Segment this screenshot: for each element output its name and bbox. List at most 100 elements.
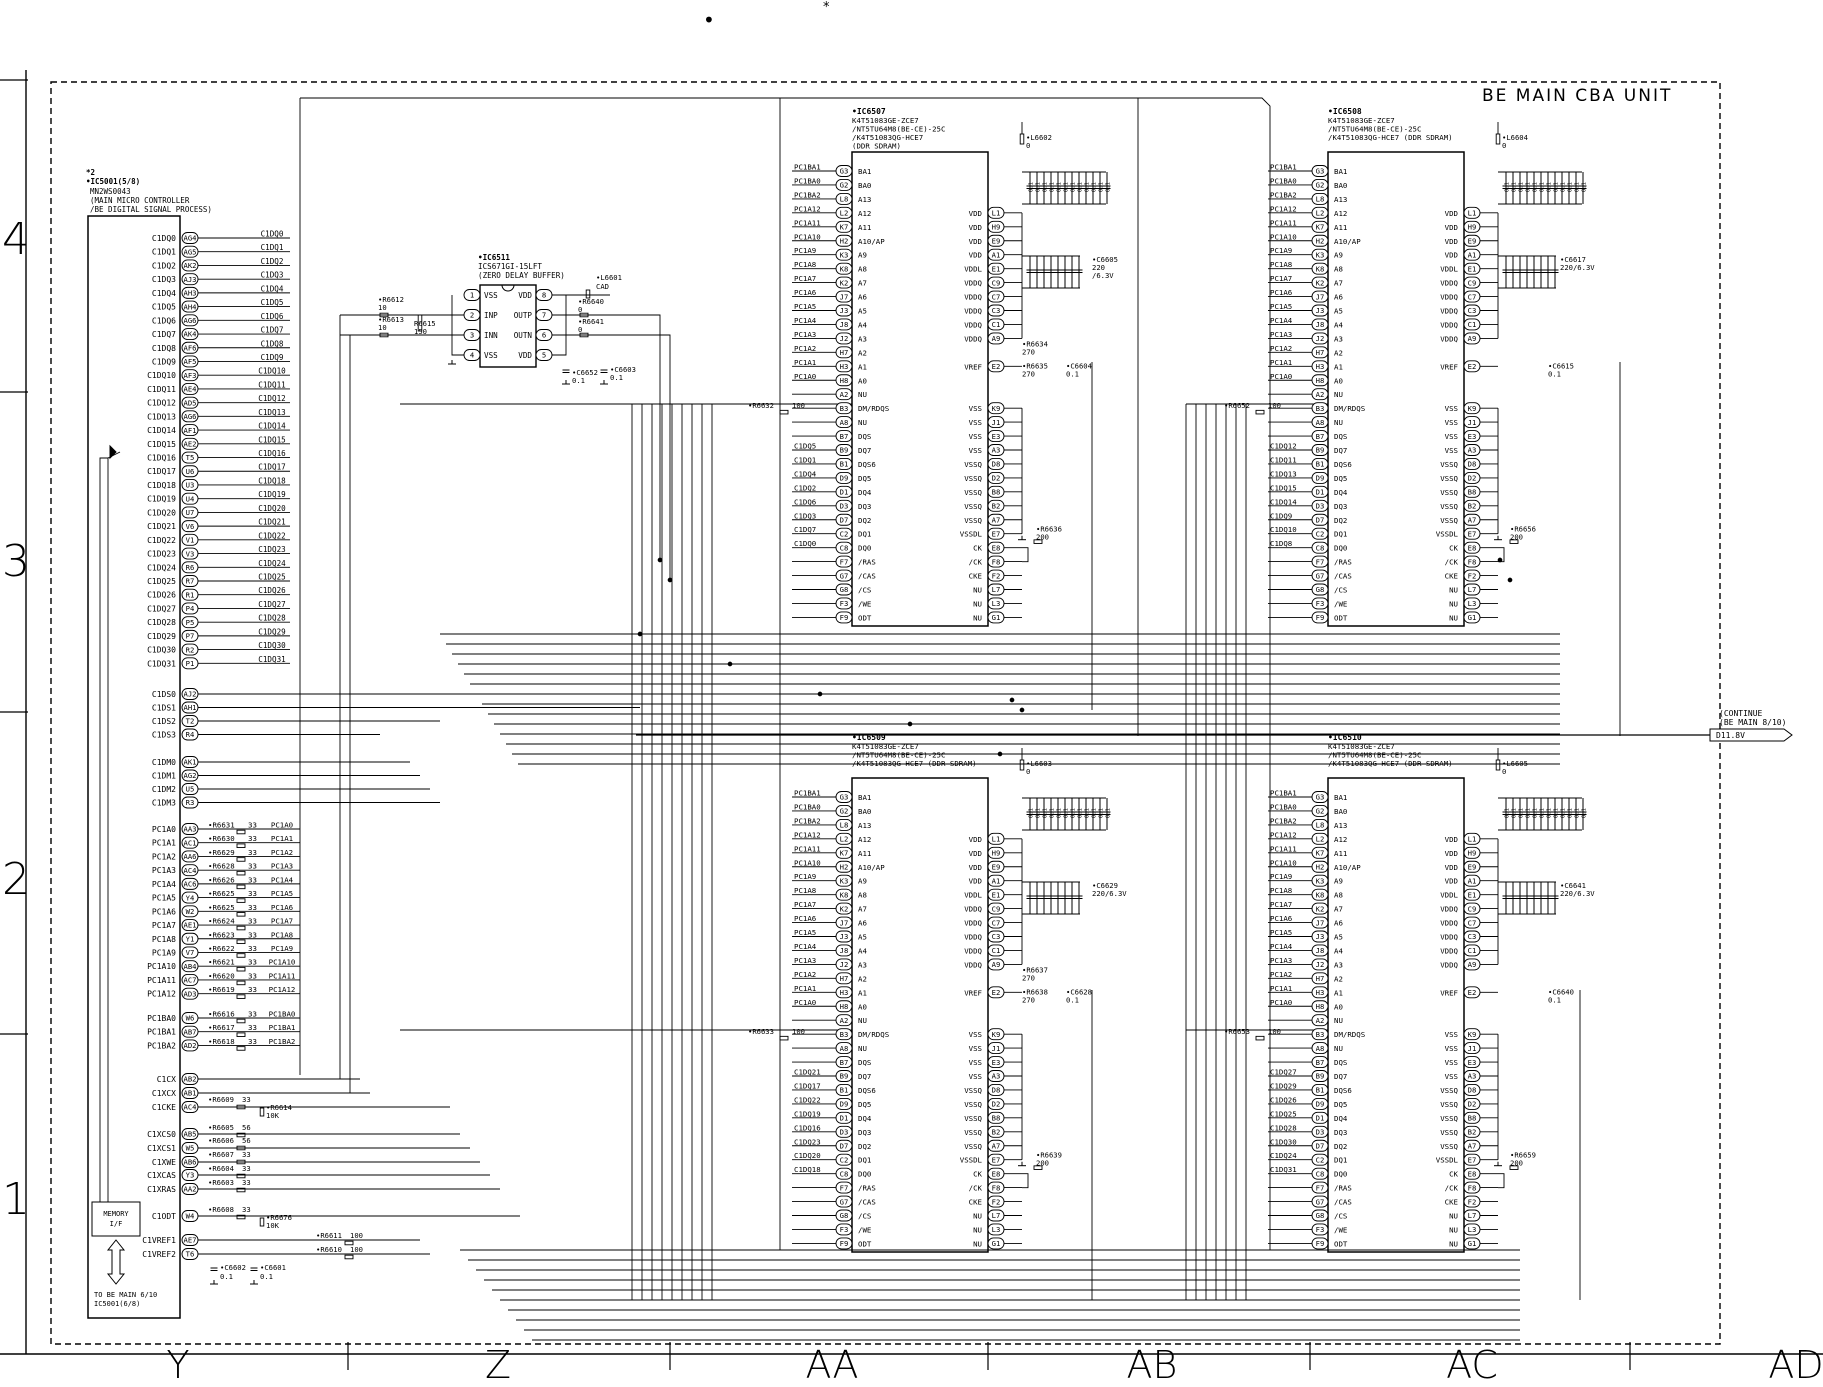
dram-left-name-1-31: /WE (1334, 599, 1347, 608)
dram-right-pin-bot-0-0 (987, 541, 1005, 554)
controller-pin-bank-2-number: AD2 (184, 1041, 197, 1050)
bank-net-2: PC1BA2 (269, 1037, 296, 1046)
dram-right-pin-mid-0-0-number: K9 (992, 404, 1001, 413)
clock-right-pin-0-number: 8 (542, 291, 546, 300)
dram-desc-1-0: K4T51083GE-ZCE7 (1328, 116, 1395, 125)
continue-note-line2: (BE MAIN 8/10) (1719, 718, 1786, 727)
dram-left-pin-0-11 (835, 318, 853, 331)
dram-left-pin-0-29 (835, 569, 853, 582)
controller-pin-bank-1-number: AB7 (184, 1027, 197, 1036)
dram-left-net-0-13: PC1A2 (794, 344, 816, 353)
controller-pin-dq-2 (181, 259, 199, 272)
decap-val-2-5: 0.1 (1064, 808, 1070, 818)
controller-net-dq-30: C1DQ30 (147, 646, 176, 655)
controller-pin-dq-9-number: AF5 (184, 357, 197, 366)
controller-pin-addr-12-number: AD3 (184, 989, 197, 998)
dram-left-pin-0-20 (835, 444, 853, 456)
dram-right-pin-top-1-3 (1463, 248, 1481, 261)
dram-right-pin-top-1-8 (1463, 318, 1481, 331)
decap-val-2-8: 0.1 (1085, 808, 1091, 818)
dram-left-pin-1-3-number: L2 (1316, 209, 1325, 218)
dq-net-right-7: C1DQ7 (261, 326, 284, 335)
dq-net-right-26: C1DQ26 (258, 586, 286, 595)
controller-pin-ctrl-3 (181, 1128, 199, 1140)
dq-net-right-18: C1DQ18 (258, 476, 286, 485)
bank-res-ref-2: •R6618 (208, 1037, 235, 1046)
dram-right-name-bot-1-2: CKE (1445, 572, 1458, 581)
dram-right-name-mid-2-9: VSSDL (960, 1156, 983, 1165)
addr-net-12: PC1A12 (269, 985, 296, 994)
addr-net-11: PC1A11 (269, 971, 296, 980)
clock-left-pin-1 (463, 309, 481, 321)
ctrl-res-ref-9: •R6611 (316, 1231, 342, 1240)
dm-res-val-2: 100 (792, 1027, 805, 1036)
dram-right-pin-bot-0-1-number: F8 (992, 557, 1001, 566)
parts-layer (87, 133, 1793, 1319)
dram-left-pin-0-14 (835, 360, 853, 373)
col-label-y: Y (166, 1343, 190, 1387)
dram-left-pin-1-27-number: C8 (1316, 543, 1325, 552)
r6641-ref: •R6641 (578, 317, 604, 326)
dram-right-pin-mid-0-9 (987, 527, 1005, 540)
c6603-ref: •C6603 (610, 365, 636, 374)
dm-resistor (779, 409, 789, 415)
dram-left-net-3-23: C1DQ25 (1270, 1109, 1297, 1118)
dram-left-name-2-25: DQ2 (858, 1142, 871, 1151)
dram-left-pin-2-17 (835, 1028, 853, 1041)
dram-right-pin-bot-2-3 (987, 1209, 1005, 1222)
dram-right-name-top-2-6: VDDQ (964, 919, 982, 928)
dram-left-pin-2-0 (835, 791, 853, 803)
dram-right-name-mid-0-9: VSSDL (960, 530, 983, 539)
dram-left-pin-3-8-number: K2 (1316, 904, 1325, 913)
dram-left-name-3-9: A6 (1334, 919, 1343, 928)
controller-ref: •IC5001(5/8) (86, 177, 140, 186)
dram-left-name-1-27: DQ0 (1334, 544, 1347, 553)
dq-net-right-9: C1DQ9 (261, 353, 284, 362)
dram-left-net-1-12: PC1A3 (1270, 330, 1292, 339)
dram-right-pin-bot-1-3-number: L7 (1468, 585, 1477, 594)
controller-pin-dm-3 (181, 796, 199, 809)
dram-left-net-2-1: PC1BA0 (794, 802, 821, 811)
dram-left-pin-0-32 (835, 611, 853, 624)
dram-left-name-2-32: ODT (858, 1239, 872, 1248)
dram-right-name-top-2-0: VDD (969, 835, 982, 844)
controller-net-dq-2: C1DQ2 (152, 261, 176, 270)
dram-left-pin-0-25-number: D7 (840, 515, 849, 524)
top-star-mark: * (823, 0, 830, 15)
dram-part-val-0-4: 200 (1036, 533, 1049, 542)
decap-val-2-3: 0.1 (1050, 808, 1056, 818)
dram-right-pin-top-0-7-number: C3 (992, 306, 1001, 315)
dram-left-name-3-26: DQ1 (1334, 1156, 1347, 1165)
dram-left-name-2-23: DQ4 (858, 1114, 872, 1123)
dram-left-net-0-3: PC1A12 (794, 204, 821, 213)
controller-net-dq-27: C1DQ27 (147, 604, 176, 613)
dram-left-pin-3-31 (1311, 1223, 1329, 1236)
controller-pin-ctrl-5-number: AB6 (184, 1158, 197, 1167)
dram-left-name-2-3: A12 (858, 835, 871, 844)
dram-right-name-top-0-9: VDDQ (964, 334, 982, 343)
dram-left-pin-3-0-number: G3 (1316, 793, 1325, 802)
controller-net-ctrl-4: C1XCS1 (147, 1144, 176, 1153)
dram-left-pin-2-4 (835, 846, 853, 859)
text-layer: D11.8V(CONTINUE(BE MAIN 8/10)*2•IC5001(5… (86, 107, 1786, 1308)
dram-right-pin-vref-1-0 (1463, 360, 1481, 373)
controller-pin-dq-31-number: P1 (186, 659, 195, 668)
controller-pin-dq-22-number: V1 (186, 536, 195, 545)
l6601-ref: •L6601 (596, 273, 622, 282)
controller-pin-addr-3-number: AC4 (184, 866, 197, 875)
dram-left-pin-3-22-number: D9 (1316, 1100, 1325, 1109)
dram-right-pin-bot-0-4-number: L3 (992, 599, 1001, 608)
dram-left-net-0-27: C1DQ0 (794, 539, 816, 548)
dram-left-name-1-23: DQ4 (1334, 488, 1348, 497)
controller-pin-dq-29 (181, 629, 199, 642)
dram-left-pin-3-2-number: L8 (1316, 821, 1325, 830)
dram-part-ref-2-4: •R6639 (1036, 1151, 1062, 1160)
dram-right-name-mid-0-0: VSS (969, 404, 982, 413)
dram-left-net-3-13: PC1A2 (1270, 970, 1292, 979)
dq-net-right-24: C1DQ24 (258, 559, 286, 568)
dram-right-pin-mid-2-0-number: K9 (992, 1030, 1001, 1039)
controller-pin-dq-27-number: P4 (186, 604, 195, 613)
controller-net-dq-11: C1DQ11 (147, 385, 176, 394)
bank-res-val-1: 33 (248, 1023, 257, 1032)
dram-left-name-2-2: A13 (858, 821, 871, 830)
